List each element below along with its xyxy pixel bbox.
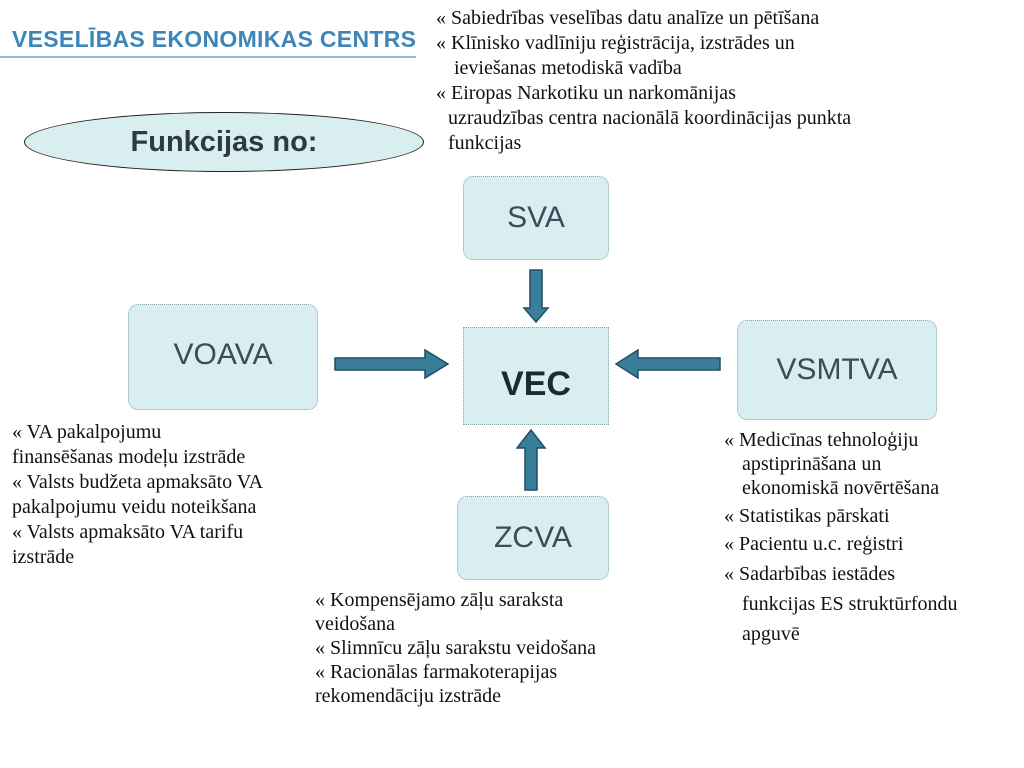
note-line: « Eiropas Narkotiku un narkomānijas	[436, 82, 736, 104]
header-divider	[0, 56, 416, 58]
node-vec-label: VEC	[501, 364, 571, 403]
note-line: « Slimnīcu zāļu sarakstu veidošana	[315, 637, 597, 659]
note-line: « Valsts budžeta apmaksāto VA	[12, 471, 264, 493]
note-line: rekomendāciju izstrāde	[315, 685, 502, 707]
note-line: funkcijas	[448, 132, 522, 154]
notes-top: « Sabiedrības veselības datu analīze un …	[436, 6, 851, 156]
note-line: ekonomiskā novērtēšana	[742, 477, 940, 499]
note-line: « Valsts apmaksāto VA tarifu	[12, 521, 244, 543]
functions-title: Funkcijas no:	[24, 112, 424, 172]
note-line: « Klīnisko vadlīniju reģistrācija, izstr…	[436, 32, 795, 54]
logo: VESELĪBAS EKONOMIKAS CENTRS	[12, 26, 417, 52]
node-vsmtva: VSMTVA	[737, 320, 937, 420]
note-line: izstrāde	[12, 546, 75, 568]
note-line: « VA pakalpojumu	[12, 421, 162, 443]
arrow-sva-to-vec	[522, 269, 550, 324]
node-sva-label: SVA	[507, 201, 565, 234]
node-vsmtva-label: VSMTVA	[776, 353, 898, 386]
note-line: « Pacientu u.c. reģistri	[724, 533, 904, 555]
arrow-vsmtva-to-vec	[614, 348, 721, 380]
note-line: « Sadarbības iestādes	[724, 563, 896, 585]
arrow-voava-to-vec	[334, 348, 450, 380]
note-line: « Medicīnas tehnoloģiju	[724, 429, 919, 451]
node-voava: VOAVA	[128, 304, 318, 410]
note-line: apguvē	[742, 623, 800, 645]
notes-right: « Medicīnas tehnoloģiju apstiprināšana u…	[724, 428, 958, 646]
note-line: funkcijas ES struktūrfondu	[742, 593, 958, 615]
note-line: veidošana	[315, 613, 395, 635]
note-line: « Kompensējamo zāļu saraksta	[315, 589, 564, 611]
node-voava-label: VOAVA	[173, 338, 273, 371]
note-line: « Racionālas farmakoterapijas	[315, 661, 558, 683]
note-line: pakalpojumu veidu noteikšana	[12, 496, 257, 518]
functions-title-label: Funkcijas no:	[130, 125, 318, 158]
notes-left: « VA pakalpojumu finansēšanas modeļu izs…	[12, 420, 263, 570]
note-line: finansēšanas modeļu izstrāde	[12, 446, 246, 468]
node-vec: VEC	[463, 327, 609, 425]
node-zcva-label: ZCVA	[494, 521, 572, 554]
arrow-zcva-to-vec	[515, 428, 547, 491]
note-line: uzraudzības centra nacionālā koordinācij…	[448, 107, 852, 129]
note-line: ieviešanas metodiskā vadība	[454, 57, 682, 79]
notes-bottom: « Kompensējamo zāļu saraksta veidošana «…	[315, 588, 596, 708]
note-line: « Sabiedrības veselības datu analīze un …	[436, 7, 820, 29]
note-line: apstiprināšana un	[742, 453, 882, 475]
node-zcva: ZCVA	[457, 496, 609, 580]
node-sva: SVA	[463, 176, 609, 260]
note-line: « Statistikas pārskati	[724, 505, 890, 527]
